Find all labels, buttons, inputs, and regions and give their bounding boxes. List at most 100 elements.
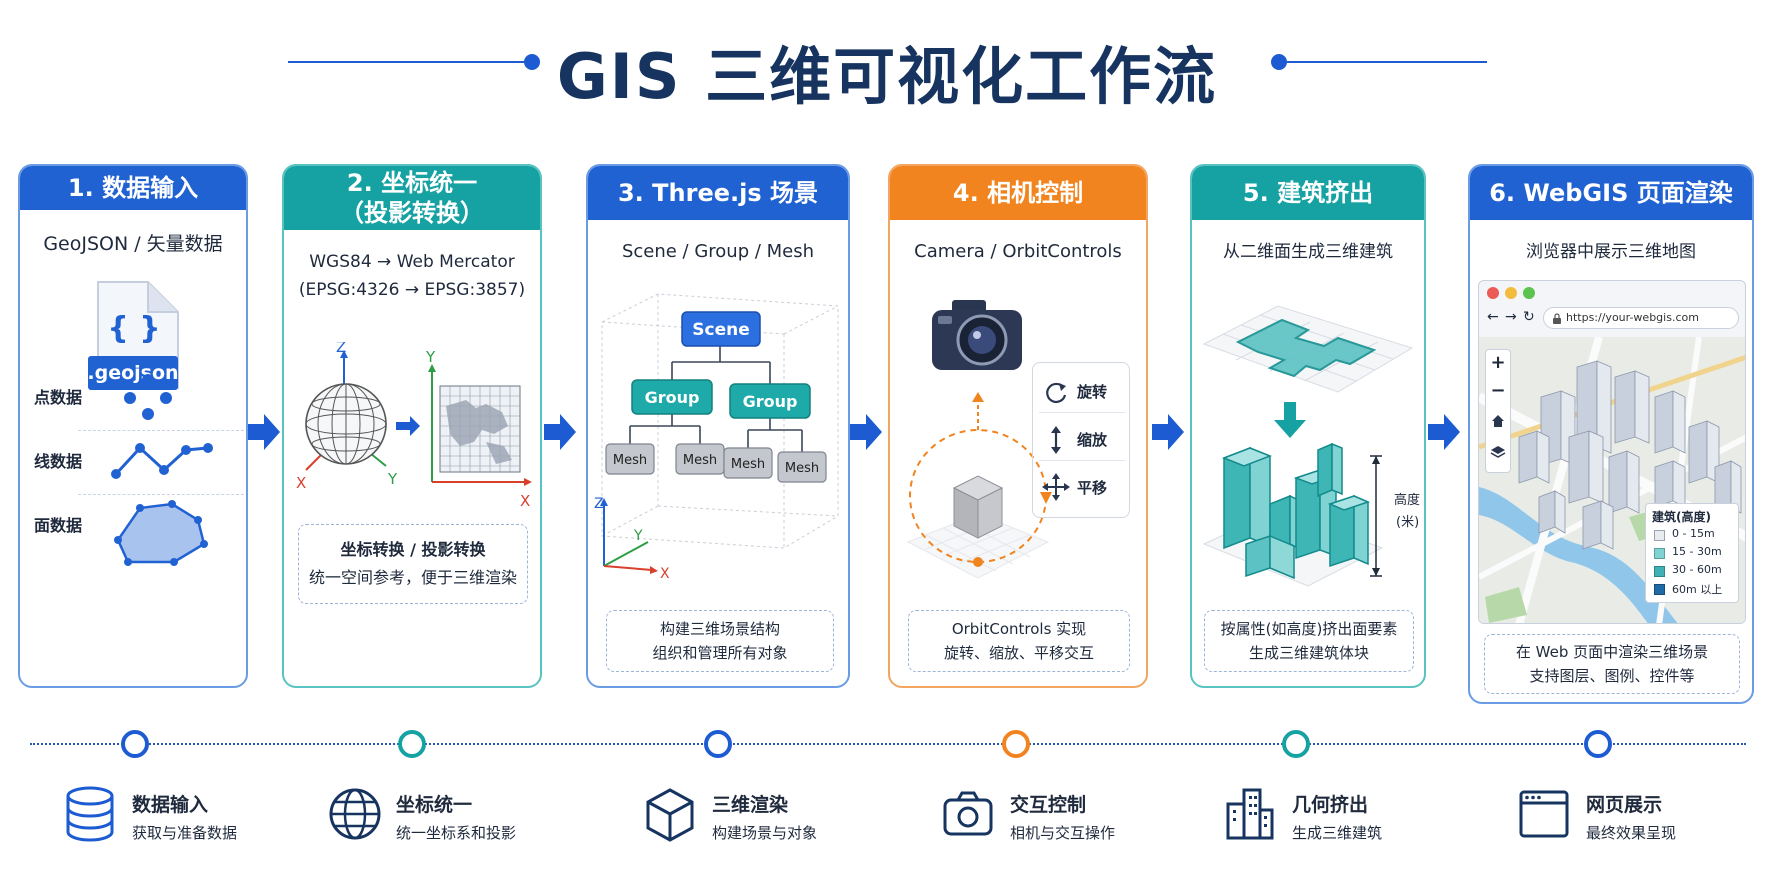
address-bar[interactable]: https://your-webgis.com [1543,307,1739,329]
zoom-out-button[interactable]: − [1490,380,1506,401]
buildings-icon [1226,788,1274,840]
card-header: 6. WebGIS 页面渲染 [1470,166,1752,220]
card-header: 1. 数据输入 [20,166,246,210]
card-subtitle: Camera / OrbitControls [914,241,1122,262]
back-icon[interactable]: ← [1487,309,1499,325]
flow-arrow-1 [248,414,280,450]
card-header: 3. Three.js 场景 [588,166,848,220]
line-data-icon [111,443,213,479]
point-data-icon [124,374,172,420]
url-text: https://your-webgis.com [1566,311,1699,324]
card-header-title: 3. Three.js 场景 [617,179,818,207]
timeline-dot-4 [1002,730,1030,758]
card-header-title: 5. 建筑挤出 [1242,179,1374,207]
note-line1: 按属性(如高度)挤出面要素 [1220,620,1398,638]
layers-icon[interactable] [1490,444,1506,460]
camera-icon [943,791,993,836]
bottom-item-interaction: 交互控制 相机与交互操作 [942,786,1142,856]
title-right-line [1287,61,1487,63]
timeline-dot-2 [398,730,426,758]
card-subtitle: 从二维面生成三维建筑 [1223,242,1393,262]
note-line2: 旋转、缩放、平移交互 [943,644,1094,662]
window-maximize-dot [1523,287,1535,299]
row-label-polygon: 面数据 [34,516,83,535]
bottom-title: 坐标统一 [396,794,473,816]
bottom-desc: 构建场景与对象 [712,824,818,842]
axis-z-label: Z [594,496,604,512]
legend-swatch-1 [1654,530,1665,541]
flow-arrow-2 [544,414,576,450]
control-rotate-label: 旋转 [1077,383,1108,401]
bottom-title: 几何挤出 [1292,794,1369,816]
rotate-icon [1046,382,1067,404]
page-title: GIS 三维可视化工作流 [556,40,1218,113]
bottom-desc: 相机与交互操作 [1010,824,1116,842]
axis-y-label: Y [633,528,643,544]
axis-x-label: X [660,566,670,582]
projection-illustration: Z X Y Y X [296,342,532,510]
card-header-title: 1. 数据输入 [67,174,199,202]
control-zoom-button[interactable]: 缩放 [1039,417,1125,461]
cube-icon [646,788,694,842]
card-subtitle: Scene / Group / Mesh [621,241,815,262]
reload-icon[interactable]: ↻ [1523,309,1535,325]
control-pan-button[interactable]: 平移 [1039,465,1125,509]
pan-icon [1042,473,1070,501]
timeline-dot-6 [1584,730,1612,758]
window-minimize-dot [1505,287,1517,299]
card-data-input: 1. 数据输入 GeoJSON / 矢量数据 .geojson { } 点数据 … [18,164,248,688]
globe-icon [329,788,381,840]
note-box: 在 Web 页面中渲染三维场景 支持图层、图例、控件等 [1484,634,1740,694]
control-zoom-label: 缩放 [1077,431,1108,449]
bottom-item-coordinate: 坐标统一 统一坐标系和投影 [328,786,548,856]
row-label-point: 点数据 [34,388,83,407]
legend-item-2: 15 - 30m [1672,545,1722,558]
bottom-title: 交互控制 [1010,794,1087,816]
card-camera-control: 4. 相机控制 Camera / OrbitControls [888,164,1148,688]
legend-swatch-3 [1654,566,1665,577]
note-line2: 组织和管理所有对象 [652,644,788,662]
node-mesh-1: Mesh [613,453,647,468]
control-rotate-button[interactable]: 旋转 [1039,369,1125,413]
card-header: 4. 相机控制 [890,166,1146,220]
camera-illustration-icon [932,300,1022,370]
row-label-line: 线数据 [34,452,83,471]
home-icon[interactable] [1491,414,1505,428]
flow-arrow-5 [1428,414,1460,450]
note-line2: 支持图层、图例、控件等 [1529,667,1695,685]
title-bar: GIS 三维可视化工作流 [0,18,1774,113]
map-controls: + − [1485,349,1511,473]
map-axis-x-label: X [520,492,530,510]
geojson-file-icon: .geojson { } [87,281,179,390]
note-desc: 统一空间参考，便于三维渲染 [308,568,517,587]
file-label: .geojson [87,362,178,384]
note-line1: 构建三维场景结构 [659,620,780,638]
legend-item-3: 30 - 60m [1672,563,1722,576]
axis-z-label: Z [336,342,346,356]
note-title: 坐标转换 / 投影转换 [340,540,486,559]
card-subtitle: 浏览器中展示三维地图 [1526,242,1696,262]
card-coordinate: 2. 坐标统一 （投影转换） WGS84 → Web Mercator (EPS… [282,164,542,688]
card-header-title: 4. 相机控制 [952,179,1084,207]
polygon-data-icon [114,500,208,566]
node-mesh-3: Mesh [731,457,765,472]
title-left-dot [524,54,540,70]
card-subtitle: GeoJSON / 矢量数据 [43,233,223,255]
timeline-dot-3 [704,730,732,758]
height-unit-label: (米) [1396,515,1419,530]
card-subtitle-line1: WGS84 → Web Mercator [309,252,515,272]
forward-icon[interactable]: → [1505,309,1517,325]
node-group-2: Group [743,392,798,411]
zoom-in-button[interactable]: + [1490,352,1506,373]
card-header-title: 6. WebGIS 页面渲染 [1489,179,1733,207]
card-header-subtitle: （投影转换） [340,199,484,227]
legend-swatch-2 [1654,548,1665,559]
note-line1: OrbitControls 实现 [951,620,1087,638]
legend-title: 建筑(高度) [1652,510,1711,524]
control-pan-label: 平移 [1077,479,1108,497]
timeline-dot-5 [1282,730,1310,758]
bottom-item-data-input: 数据输入 获取与准备数据 [64,786,264,856]
bottom-title: 三维渲染 [712,794,789,816]
card-header-title: 2. 坐标统一 [346,169,478,197]
card-webgis-render: 6. WebGIS 页面渲染 浏览器中展示三维地图 ← → ↻ https://… [1468,164,1754,704]
